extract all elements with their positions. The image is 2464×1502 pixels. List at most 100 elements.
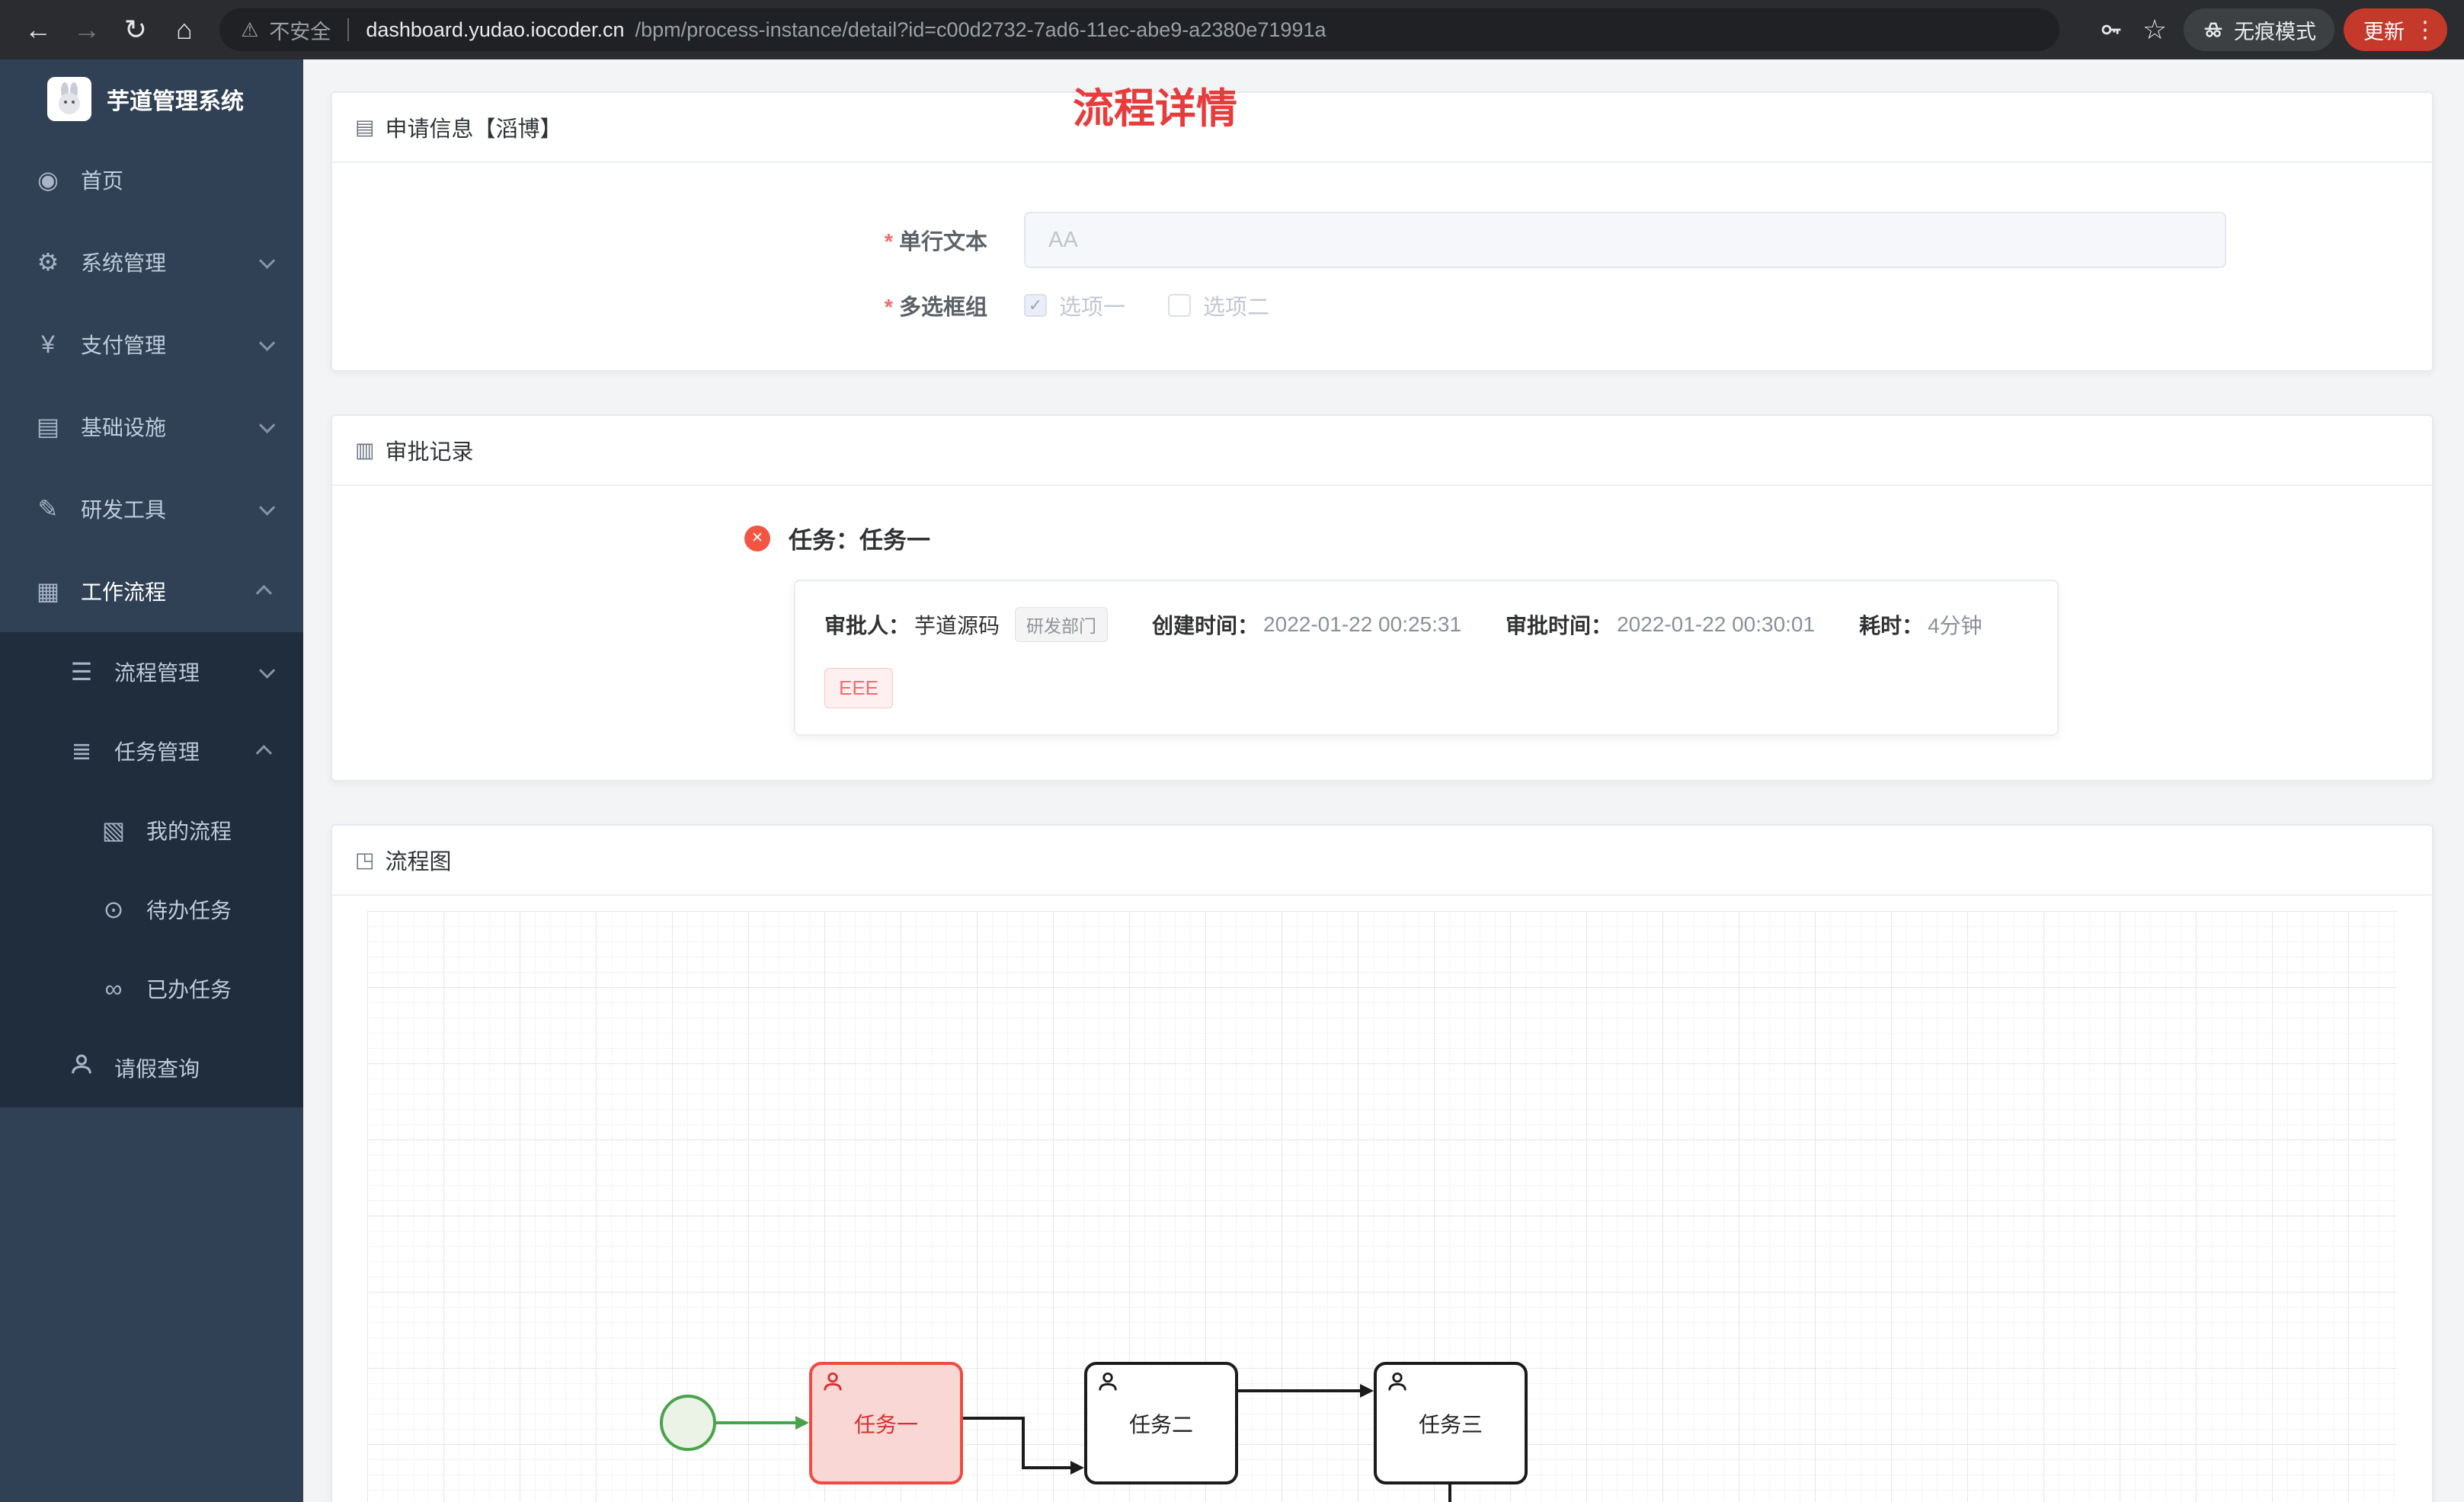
back-icon[interactable]: ← [24, 14, 52, 45]
app-logo: 芋道管理系统 [0, 59, 303, 139]
sidebar-item-task-mgmt[interactable]: ≣ 任务管理 [0, 711, 303, 791]
checkbox-option-1[interactable]: ✓ 选项一 [1024, 289, 1125, 321]
reload-icon[interactable]: ↻ [123, 14, 148, 45]
checkbox-field-row: *多选框组 ✓ 选项一 选项二 [332, 289, 2432, 321]
task-title: 任务：任务一 [789, 527, 930, 554]
my-process-icon: ▧ [101, 817, 126, 844]
update-button[interactable]: 更新 ⋮ [2344, 8, 2447, 51]
eye-icon: ⊙ [103, 896, 124, 923]
chevron-down-icon [259, 499, 276, 516]
logo-avatar [47, 77, 91, 121]
duration-label: 耗时： [1859, 614, 1924, 638]
sidebar-item-label: 流程管理 [114, 661, 200, 685]
sidebar-item-workflow[interactable]: ▦ 工作流程 [0, 550, 303, 632]
address-bar[interactable]: ⚠ 不安全 dashboard.yudao.iocoder.cn /bpm/pr… [219, 8, 2059, 51]
user-task-icon [1096, 1371, 1119, 1399]
chevron-up-icon [255, 744, 272, 761]
checkbox-label: 选项二 [1203, 296, 1270, 320]
sidebar-item-label: 研发工具 [81, 498, 167, 522]
sidebar-item-label: 首页 [81, 169, 124, 193]
forward-icon[interactable]: → [73, 14, 101, 45]
infra-icon: ▤ [36, 413, 60, 440]
task-label: 任务一 [853, 1412, 918, 1436]
application-info-card: ▤ 申请信息【滔博】 *单行文本 *多选框组 ✓ 选项一 [331, 91, 2434, 372]
chevron-up-icon [255, 584, 272, 601]
star-icon[interactable]: ☆ [2142, 14, 2168, 45]
checkbox-option-2[interactable]: 选项二 [1168, 289, 1269, 321]
card-title: 流程图 [385, 850, 452, 874]
bpmn-task-1[interactable]: 任务一 [809, 1362, 963, 1484]
dashboard-icon: ◉ [37, 166, 59, 193]
approval-detail-box: 审批人： 芋道源码 研发部门 创建时间： 2022-01-22 00:25:31… [794, 580, 2059, 736]
sidebar-item-todo-tasks[interactable]: ⊙ 待办任务 [0, 870, 303, 949]
duration-group: 耗时： 4分钟 [1859, 609, 1982, 640]
toolbar-right: ☆ 无痕模式 更新 ⋮ [2091, 8, 2447, 51]
task-icon: ≣ [71, 737, 92, 765]
home-icon[interactable]: ⌂ [176, 14, 193, 45]
rejected-icon: ✕ [744, 525, 770, 551]
sidebar-item-done-tasks[interactable]: ∞ 已办任务 [0, 949, 303, 1028]
sidebar: 芋道管理系统 ◉ 首页 ⚙ 系统管理 ¥ 支付管理 ▤ 基础设施 ✎ 研发工具 … [0, 59, 303, 1502]
bpmn-task-3[interactable]: 任务三 [1374, 1362, 1528, 1484]
process-diagram-card: ◳ 流程图 [331, 824, 2434, 1502]
approver-group: 审批人： 芋道源码 研发部门 [824, 607, 1109, 642]
approver-label: 审批人： [824, 614, 910, 638]
sidebar-item-devtools[interactable]: ✎ 研发工具 [0, 468, 303, 550]
card-title: 审批记录 [385, 440, 474, 465]
duration-value: 4分钟 [1928, 614, 1982, 638]
single-line-text-input[interactable] [1024, 212, 2226, 268]
incognito-label: 无痕模式 [2234, 20, 2316, 43]
chevron-down-icon [259, 417, 276, 433]
sidebar-item-label: 系统管理 [81, 251, 167, 275]
department-tag: 研发部门 [1015, 607, 1109, 642]
sidebar-item-payment[interactable]: ¥ 支付管理 [0, 303, 303, 385]
sidebar-item-infra[interactable]: ▤ 基础设施 [0, 385, 303, 468]
sidebar-item-system[interactable]: ⚙ 系统管理 [0, 221, 303, 303]
warning-icon: ⚠ [241, 18, 259, 41]
sidebar-item-home[interactable]: ◉ 首页 [0, 139, 303, 221]
create-time-label: 创建时间： [1152, 614, 1259, 638]
sidebar-item-label: 支付管理 [81, 334, 167, 357]
checkbox-checked-icon[interactable]: ✓ [1024, 294, 1047, 317]
user-task-icon [821, 1371, 844, 1399]
application-info-header: ▤ 申请信息【滔博】 [332, 93, 2432, 163]
approve-time-value: 2022-01-22 00:30:01 [1617, 612, 1816, 636]
timeline-item: ✕ 任务：任务一 [744, 521, 2386, 555]
done-icon: ∞ [104, 974, 123, 1002]
bpmn-canvas: 任务一 任务二 任务三 [367, 911, 2397, 1502]
checkbox-unchecked-icon[interactable] [1168, 294, 1192, 317]
yen-icon: ¥ [41, 330, 55, 358]
bpmn-task-2[interactable]: 任务二 [1084, 1362, 1238, 1484]
sidebar-item-leave-query[interactable]: 请假查询 [0, 1028, 303, 1107]
record-icon: ▥ [355, 438, 375, 462]
bpmn-start-event[interactable] [660, 1395, 716, 1451]
menu-dots-icon[interactable]: ⋮ [2414, 17, 2437, 43]
create-time-value: 2022-01-22 00:25:31 [1263, 612, 1462, 636]
approver-name: 芋道源码 [914, 614, 1000, 638]
sidebar-item-label: 已办任务 [146, 978, 232, 1002]
approval-records-card: ▥ 审批记录 ✕ 任务：任务一 审批人： 芋道源码 研发部门 创建时间： 202… [331, 414, 2434, 781]
security-label: 不安全 [269, 20, 331, 43]
process-diagram-header: ◳ 流程图 [332, 826, 2432, 896]
sidebar-item-label: 工作流程 [81, 580, 167, 604]
checkbox-group: ✓ 选项一 选项二 [1024, 289, 1269, 321]
sidebar-item-process-mgmt[interactable]: ☰ 流程管理 [0, 632, 303, 711]
sidebar-item-label: 请假查询 [114, 1057, 200, 1081]
chevron-down-icon [259, 252, 276, 269]
sidebar-item-my-process[interactable]: ▧ 我的流程 [0, 791, 303, 870]
required-mark: * [884, 296, 893, 320]
update-label: 更新 [2363, 20, 2405, 43]
sidebar-item-label: 我的流程 [146, 820, 232, 843]
card-title: 申请信息【滔博】 [385, 117, 562, 142]
process-list-icon: ☰ [70, 658, 93, 685]
chevron-down-icon [259, 662, 276, 679]
user-task-icon [1386, 1371, 1409, 1399]
key-icon[interactable] [2091, 8, 2133, 51]
incognito-badge[interactable]: 无痕模式 [2184, 8, 2334, 51]
url-path: /bpm/process-instance/detail?id=c00d2732… [635, 18, 1326, 41]
workflow-submenu: ☰ 流程管理 ≣ 任务管理 ▧ 我的流程 ⊙ 待办任务 ∞ 已办任务 [0, 632, 303, 1107]
field-label-text: 单行文本 [898, 230, 987, 254]
approval-records-header: ▥ 审批记录 [332, 416, 2432, 486]
person-icon [67, 1053, 96, 1082]
approve-time-group: 审批时间： 2022-01-22 00:30:01 [1506, 609, 1815, 640]
